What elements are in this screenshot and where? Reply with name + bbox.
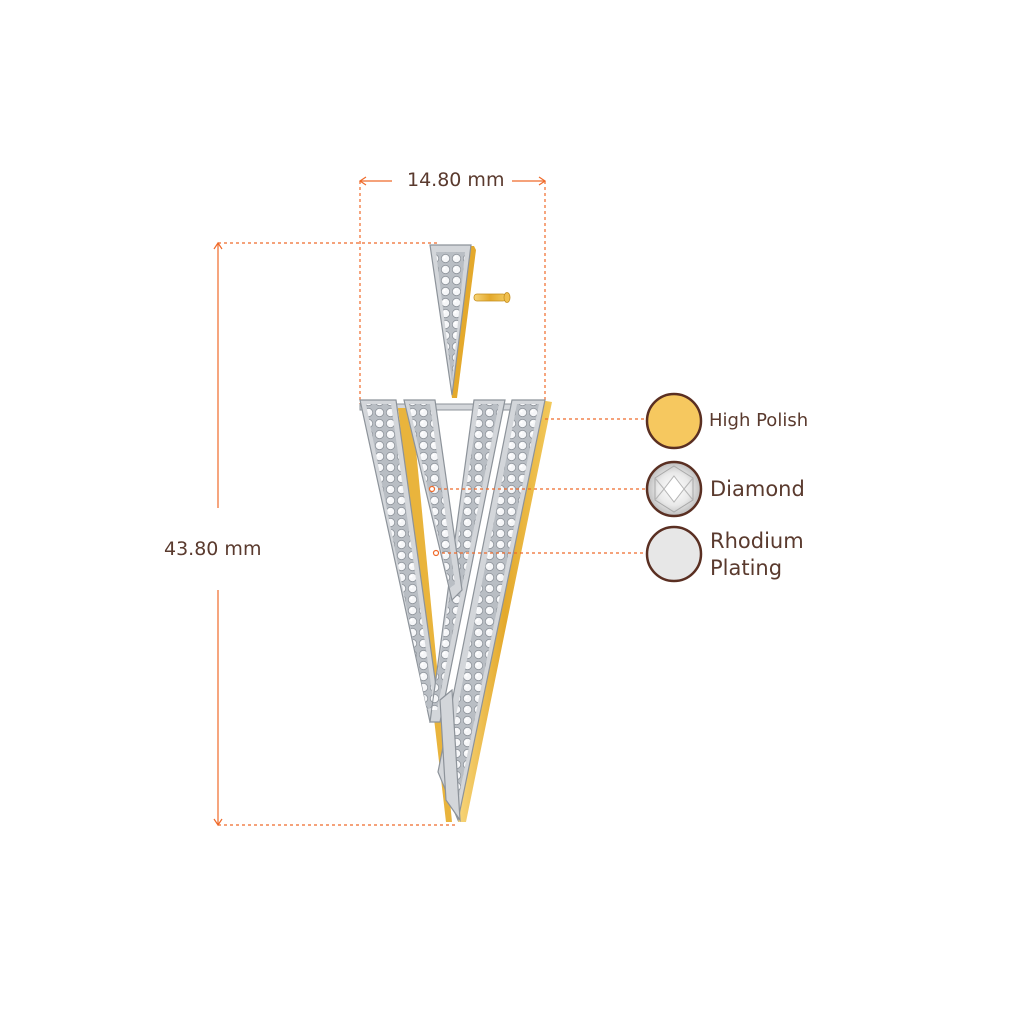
material-label-rhodium-line1: Rhodium [710, 529, 804, 553]
gold-circle-swatch-icon [645, 392, 703, 450]
earring-image [359, 244, 552, 823]
width-dimension [358, 176, 547, 404]
material-callouts [428, 418, 645, 557]
width-dimension-label: 14.80 mm [407, 169, 505, 191]
rhodium-circle-swatch-icon [645, 525, 703, 583]
material-label-high-polish: High Polish [709, 410, 809, 431]
arrow-up-icon [213, 241, 223, 250]
earring-post [473, 292, 511, 303]
material-label-rhodium-plating: Rhodium Plating [710, 528, 804, 582]
height-dimension-label: 43.80 mm [164, 538, 262, 560]
material-label-diamond: Diamond [710, 477, 805, 501]
arrow-down-icon [213, 818, 223, 827]
material-label-rhodium-line2: Plating [710, 556, 783, 580]
callout-rhodium-dot [432, 549, 440, 557]
diamond-swatch-icon [645, 460, 703, 518]
height-dimension [213, 241, 458, 827]
arrow-right-icon [538, 176, 547, 186]
arrow-left-icon [358, 176, 367, 186]
callout-diamond-dot [428, 485, 436, 493]
